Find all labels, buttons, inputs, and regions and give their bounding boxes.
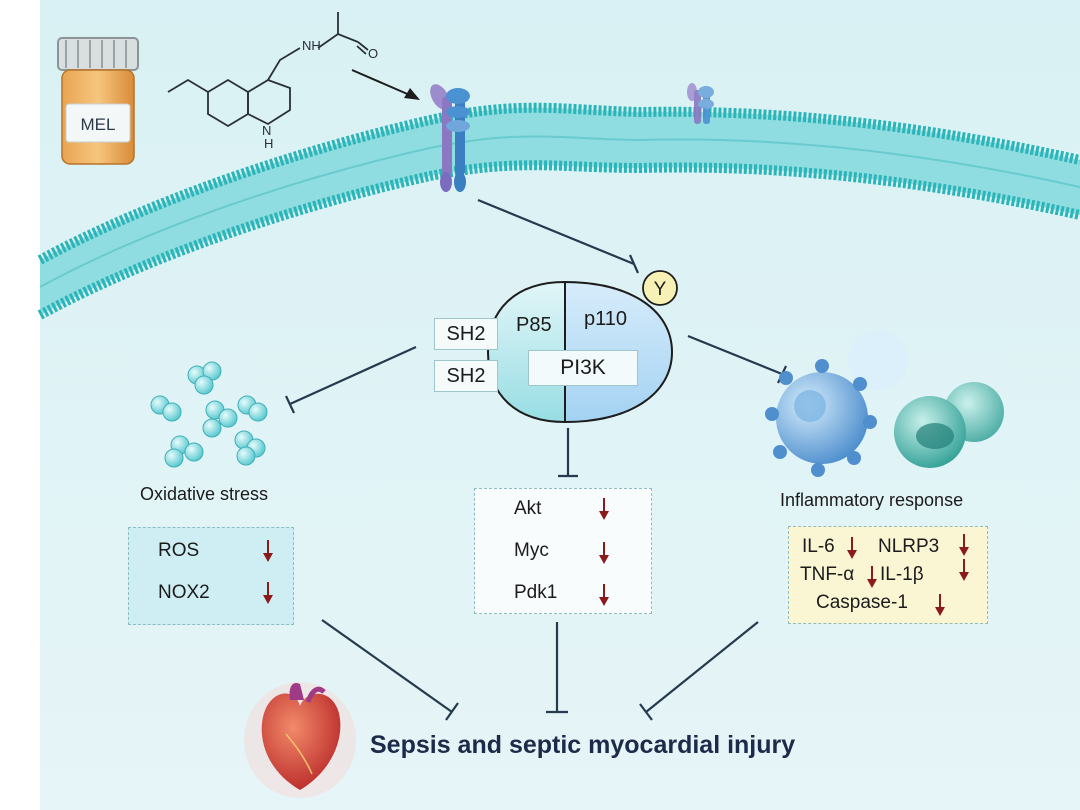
- il6-down-arrow-icon: [846, 537, 858, 559]
- mel-label: MEL: [81, 115, 116, 134]
- il1b-down-arrow-icon: [958, 559, 970, 581]
- atom-o-label: O: [368, 46, 378, 61]
- inflammatory-marker-box: [788, 526, 988, 624]
- cell-membrane: [37, 102, 1080, 320]
- caspase1-label: Caspase-1: [816, 592, 908, 613]
- binding-arrow: [351, 69, 420, 100]
- oxidative-marker-box: [128, 527, 294, 625]
- myc-down-arrow-icon: [598, 542, 610, 564]
- myc-label: Myc: [514, 540, 549, 561]
- inhibit-central-outcome: [546, 622, 568, 714]
- sh2-bottom-tag: SH2: [434, 360, 498, 392]
- atom-nh-label: NH: [302, 38, 321, 53]
- receptor-icon-2: [687, 83, 714, 124]
- ros-down-arrow-icon: [262, 540, 274, 562]
- inhibit-inflammatory-outcome: [639, 621, 759, 721]
- akt-label: Akt: [514, 498, 542, 519]
- melatonin-structure: [167, 12, 369, 128]
- inhibit-pi3k-central: [558, 428, 578, 478]
- outcome-title: Sepsis and septic myocardial injury: [370, 731, 796, 759]
- nlrp3-down-arrow-icon: [958, 534, 970, 556]
- p110-label: p110: [584, 308, 628, 330]
- heart-icon: [244, 682, 356, 798]
- pi3k-tag: PI3K: [528, 350, 638, 386]
- il1b-label: IL-1β: [880, 564, 924, 585]
- mel-bottle-icon: MEL: [57, 37, 139, 165]
- p85-label: P85: [516, 314, 552, 336]
- inhibit-pi3k-oxidative: [285, 345, 417, 414]
- ros-particles-icon: [150, 361, 268, 468]
- receptor-icon: [430, 84, 470, 192]
- inhibit-receptor-pi3k: [477, 198, 640, 274]
- oxidative-stress-title: Oxidative stress: [140, 484, 269, 504]
- atom-ring-n-label: N: [262, 123, 271, 138]
- il6-label: IL-6: [802, 536, 835, 557]
- nlrp3-label: NLRP3: [878, 536, 940, 557]
- caspase1-down-arrow-icon: [934, 594, 946, 616]
- pdk1-down-arrow-icon: [598, 584, 610, 606]
- atom-ring-h-label: H: [264, 136, 273, 151]
- pdk1-label: Pdk1: [514, 582, 558, 603]
- nox2-label: NOX2: [158, 582, 210, 603]
- ros-label: ROS: [158, 540, 200, 561]
- akt-down-arrow-icon: [598, 498, 610, 520]
- inhibit-oxidative-outcome: [321, 619, 459, 721]
- central-marker-box: [474, 488, 652, 614]
- tnf-alpha-down-arrow-icon: [866, 566, 878, 588]
- sh2-top-tag: SH2: [434, 318, 498, 350]
- pi3k-complex: Y: [486, 270, 678, 424]
- inflammatory-response-title: Inflammatory response: [780, 490, 964, 510]
- immune-cells-icon: [765, 330, 1004, 477]
- tnf-alpha-label: TNF-α: [800, 564, 855, 585]
- nox2-down-arrow-icon: [262, 582, 274, 604]
- y-label: Y: [654, 279, 667, 300]
